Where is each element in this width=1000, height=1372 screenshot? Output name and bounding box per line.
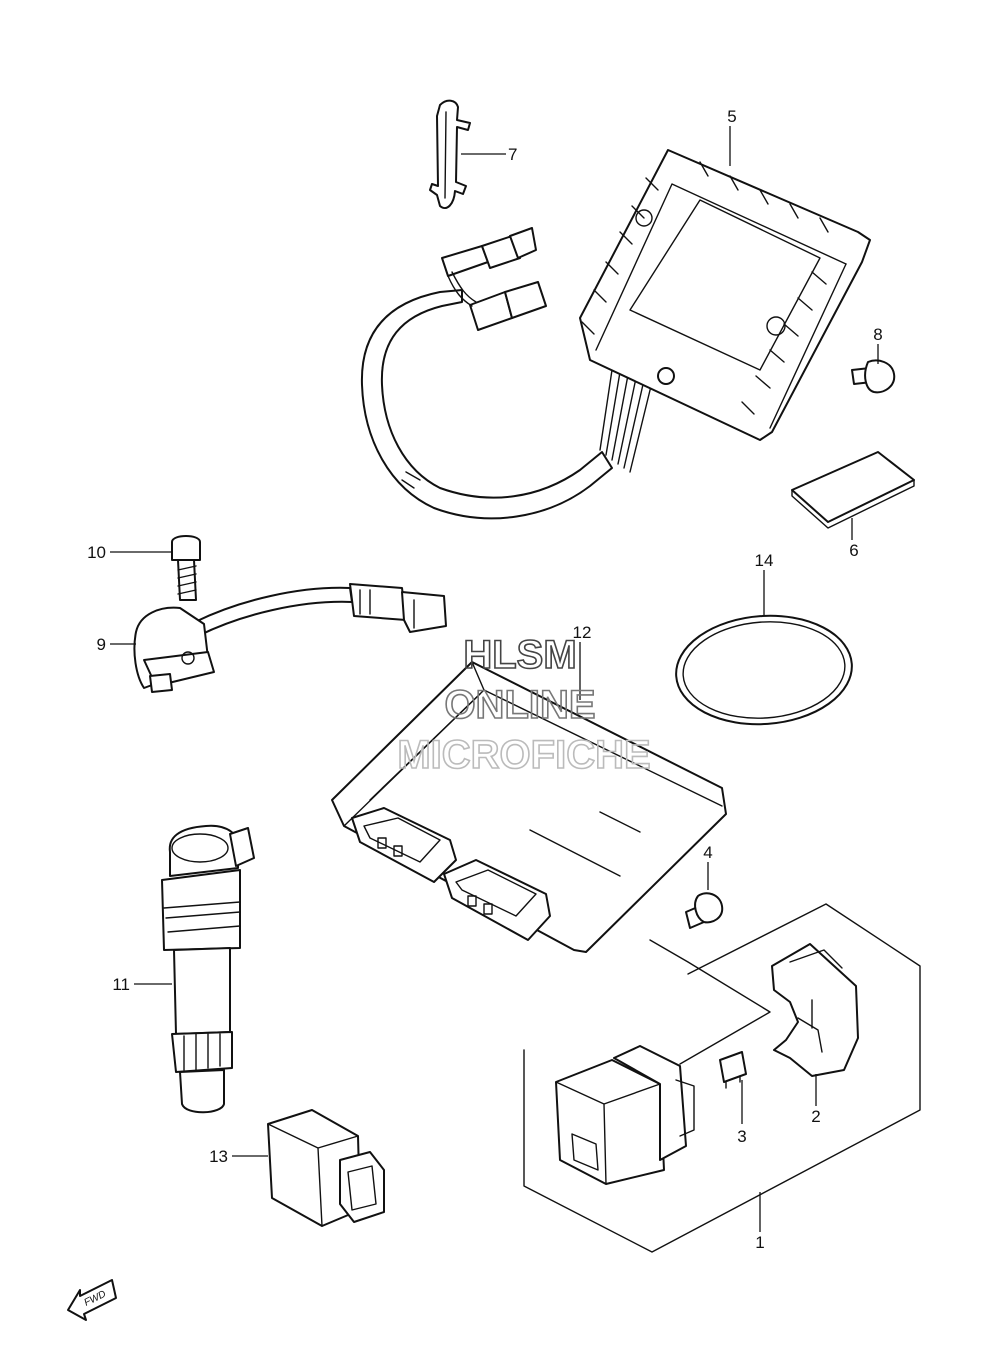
callout-7: 7 xyxy=(508,145,517,164)
part-1-relay[interactable] xyxy=(555,1045,695,1185)
callout-4: 4 xyxy=(703,843,712,862)
callout-13: 13 xyxy=(209,1147,228,1166)
watermark-line-3: MICROFICHE xyxy=(397,733,650,777)
part-9-sensor[interactable] xyxy=(133,583,447,693)
part-7-clamp[interactable] xyxy=(429,99,471,210)
callout-1: 1 xyxy=(755,1233,764,1252)
fwd-arrow-icon: FWD xyxy=(67,1279,117,1321)
part-3-fuse[interactable] xyxy=(719,1051,747,1089)
callout-8: 8 xyxy=(873,325,882,344)
callout-6: 6 xyxy=(849,541,858,560)
watermark-line-2: ONLINE xyxy=(444,683,595,727)
callout-9: 9 xyxy=(97,635,106,654)
callout-3: 3 xyxy=(737,1127,746,1146)
callout-2: 2 xyxy=(811,1107,820,1126)
callout-12: 12 xyxy=(573,623,592,642)
part-11-coil[interactable] xyxy=(161,824,255,1114)
part-5-regulator[interactable] xyxy=(360,149,871,520)
part-12-ecm[interactable] xyxy=(331,661,727,953)
watermark: HLSM ONLINE MICROFICHE xyxy=(397,632,652,778)
part-6-pad[interactable] xyxy=(791,451,915,529)
callout-10: 10 xyxy=(87,543,106,562)
part-1-group-box xyxy=(523,903,921,1253)
callout-labels: 1 2 3 4 5 6 7 8 9 10 11 12 13 14 xyxy=(87,107,883,1252)
part-4-bolt[interactable] xyxy=(685,892,724,929)
callout-11: 11 xyxy=(112,975,130,994)
watermark-line-1: HLSM xyxy=(463,633,576,677)
part-13-connector[interactable] xyxy=(267,1109,385,1227)
part-10-bolt[interactable] xyxy=(171,535,201,601)
part-2-cover[interactable] xyxy=(771,943,859,1077)
part-8-bolt[interactable] xyxy=(851,359,896,394)
callout-5: 5 xyxy=(727,107,736,126)
part-14-oring[interactable] xyxy=(672,610,855,730)
leader-lines xyxy=(110,126,879,1232)
callout-14: 14 xyxy=(755,551,774,570)
